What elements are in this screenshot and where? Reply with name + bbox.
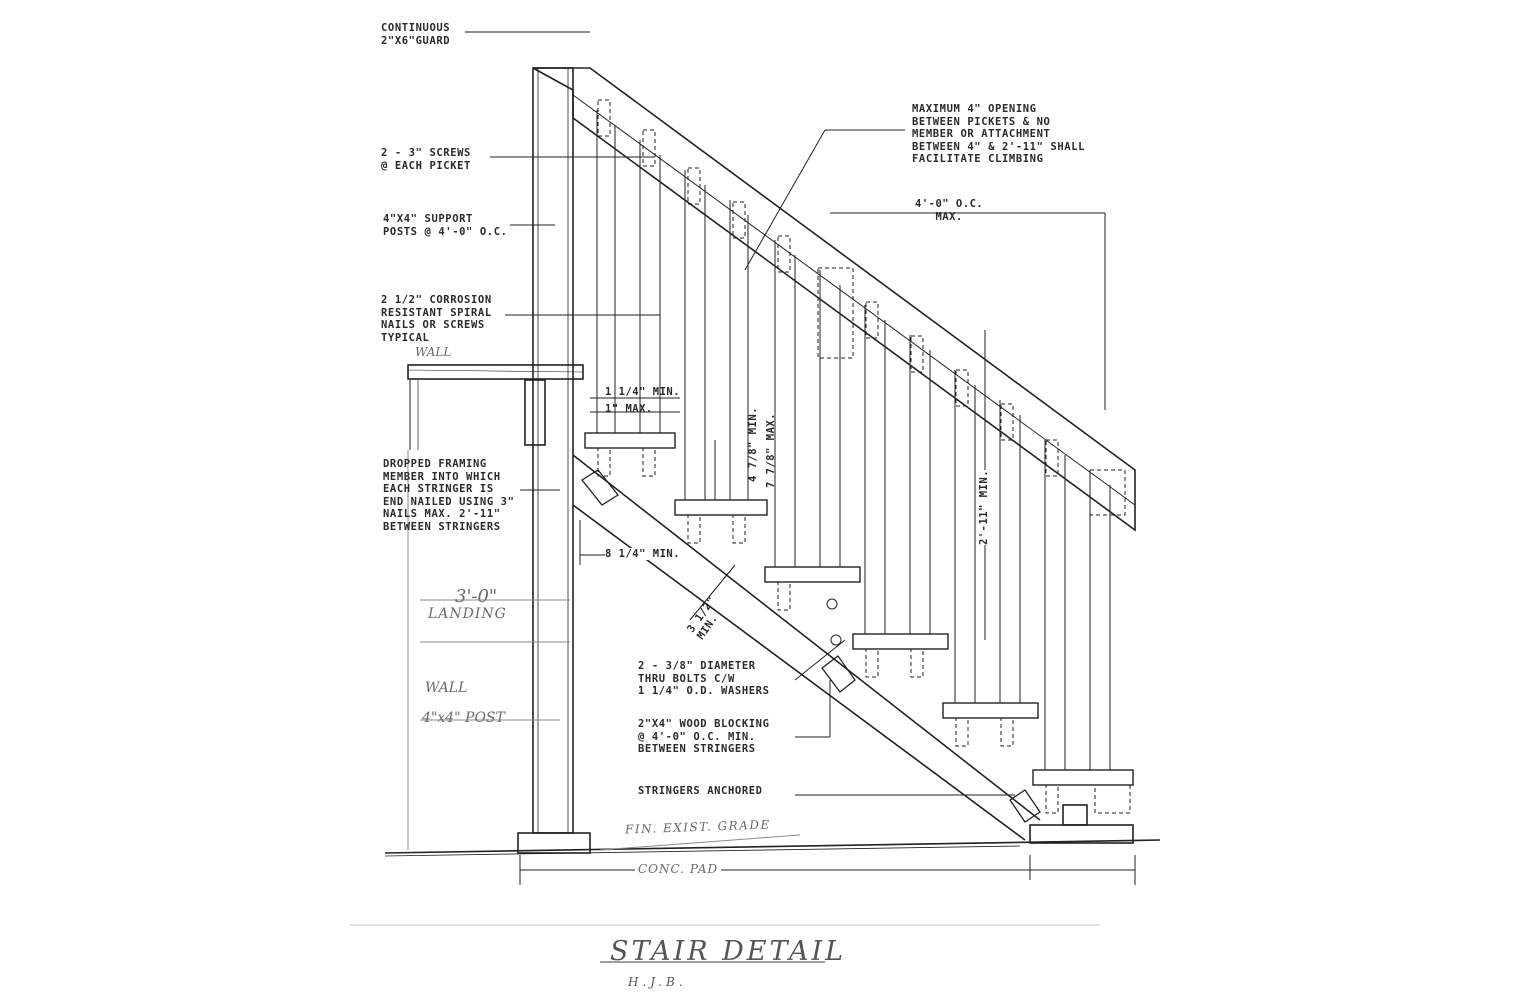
note-nails: 2 1/2" CORROSION RESISTANT SPIRAL NAILS … <box>381 294 492 344</box>
sketch-lines <box>350 450 1100 926</box>
stringer <box>572 454 1041 841</box>
note-opening: MAXIMUM 4" OPENING BETWEEN PICKETS & NO … <box>912 103 1086 165</box>
leader-lines <box>465 31 1015 796</box>
dim-spacing: 4'-0" O.C. MAX. <box>915 198 984 223</box>
dim-run-min: 8 1/4" MIN. <box>605 548 681 560</box>
dim-rise-max: 7 7/8" MAX. <box>765 412 777 488</box>
dim-nosing-max: 1" MAX. <box>605 403 653 415</box>
note-guard: CONTINUOUS 2"X6"GUARD <box>381 22 451 47</box>
dim-rise-min: 4 7/8" MIN. <box>747 406 759 482</box>
hand-wall-top: WALL <box>415 345 452 359</box>
pickets <box>596 110 1111 770</box>
note-framing: DROPPED FRAMING MEMBER INTO WHICH EACH S… <box>383 458 515 533</box>
hand-pad: CONC. PAD <box>635 862 722 876</box>
hidden-lines <box>597 99 1131 814</box>
blocking <box>581 469 1041 823</box>
drawing-initials: H.J.B. <box>628 975 687 989</box>
note-screws: 2 - 3" SCREWS @ EACH PICKET <box>381 147 471 172</box>
landing-joist <box>407 364 584 450</box>
dim-nosing-min: 1 1/4" MIN. <box>605 386 681 398</box>
note-bolts: 2 - 3/8" DIAMETER THRU BOLTS C/W 1 1/4" … <box>638 660 770 697</box>
concrete-pad <box>1029 804 1134 844</box>
treads <box>584 432 1134 786</box>
note-blocking: 2"X4" WOOD BLOCKING @ 4'-0" O.C. MIN. BE… <box>638 718 770 755</box>
bolts <box>826 598 842 646</box>
hand-landing: LANDING <box>428 606 507 622</box>
hand-landing-dim: 3'-0" <box>455 586 498 607</box>
guard-rail <box>532 67 1136 532</box>
note-anchored: STRINGERS ANCHORED <box>638 785 763 797</box>
dim-guard-height: 2'-11" MIN. <box>978 469 990 545</box>
note-posts: 4"X4" SUPPORT POSTS @ 4'-0" O.C. <box>383 213 508 238</box>
hand-wall-lower: WALL <box>425 680 468 696</box>
hand-post: 4"x4" POST <box>422 710 505 726</box>
drawing-title: STAIR DETAIL <box>610 936 847 967</box>
grade-line <box>384 839 1161 854</box>
